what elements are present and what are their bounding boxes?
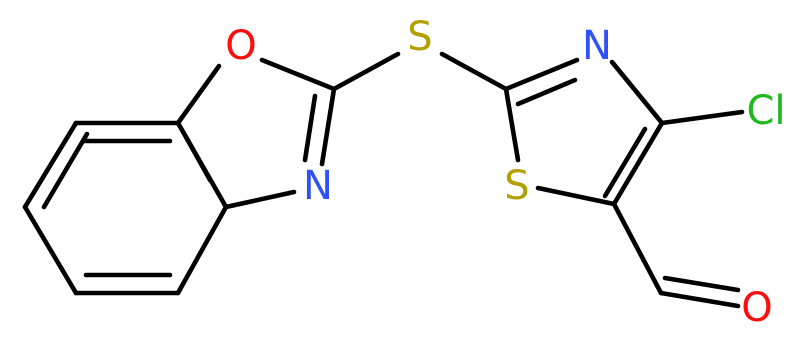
bond-benz-5	[22, 204, 79, 296]
bond-th-c5-s	[535, 185, 617, 207]
bond-th-s-c2	[503, 86, 521, 163]
bond-th-c2-n	[503, 57, 580, 92]
bond-ox-c2-n-double	[302, 93, 318, 163]
bond-benz-3	[175, 204, 229, 296]
bond-th-c2-n-double	[515, 77, 578, 107]
atom-o-benzoxazole: O	[225, 23, 256, 69]
bond-ox-n-c3a	[223, 189, 297, 210]
atom-o-aldehyde: O	[741, 285, 772, 331]
atom-n-benzoxazole: N	[303, 163, 333, 209]
bond-ox-c2-n	[319, 86, 337, 167]
bond-th-c4-c5	[611, 120, 665, 207]
bond-s-linker-c2t	[439, 51, 509, 92]
bond-th-n-c4	[609, 59, 665, 126]
bond-cho-o-double	[662, 275, 741, 293]
atom-s-thiazole: S	[504, 163, 529, 209]
bond-ox-o-c2	[259, 57, 337, 92]
bond-cho-o	[658, 290, 741, 309]
atom-n-thiazole: N	[582, 23, 612, 69]
bond-c4-cl	[659, 109, 745, 126]
atom-cl: Cl	[746, 88, 785, 134]
bond-ox-c7a-o	[175, 63, 222, 126]
bond-benz-inner-4	[183, 134, 213, 183]
bond-c5-cho	[611, 201, 664, 296]
bond-th-c4-c5-double	[602, 126, 648, 199]
bond-c2-s-linker	[331, 51, 401, 92]
bonds	[22, 51, 745, 309]
atom-s-linker: S	[407, 14, 432, 60]
bond-benz-6	[22, 120, 79, 210]
bond-benz-inner-2	[41, 131, 90, 210]
atom-labels: O N S N S Cl O	[225, 14, 785, 331]
